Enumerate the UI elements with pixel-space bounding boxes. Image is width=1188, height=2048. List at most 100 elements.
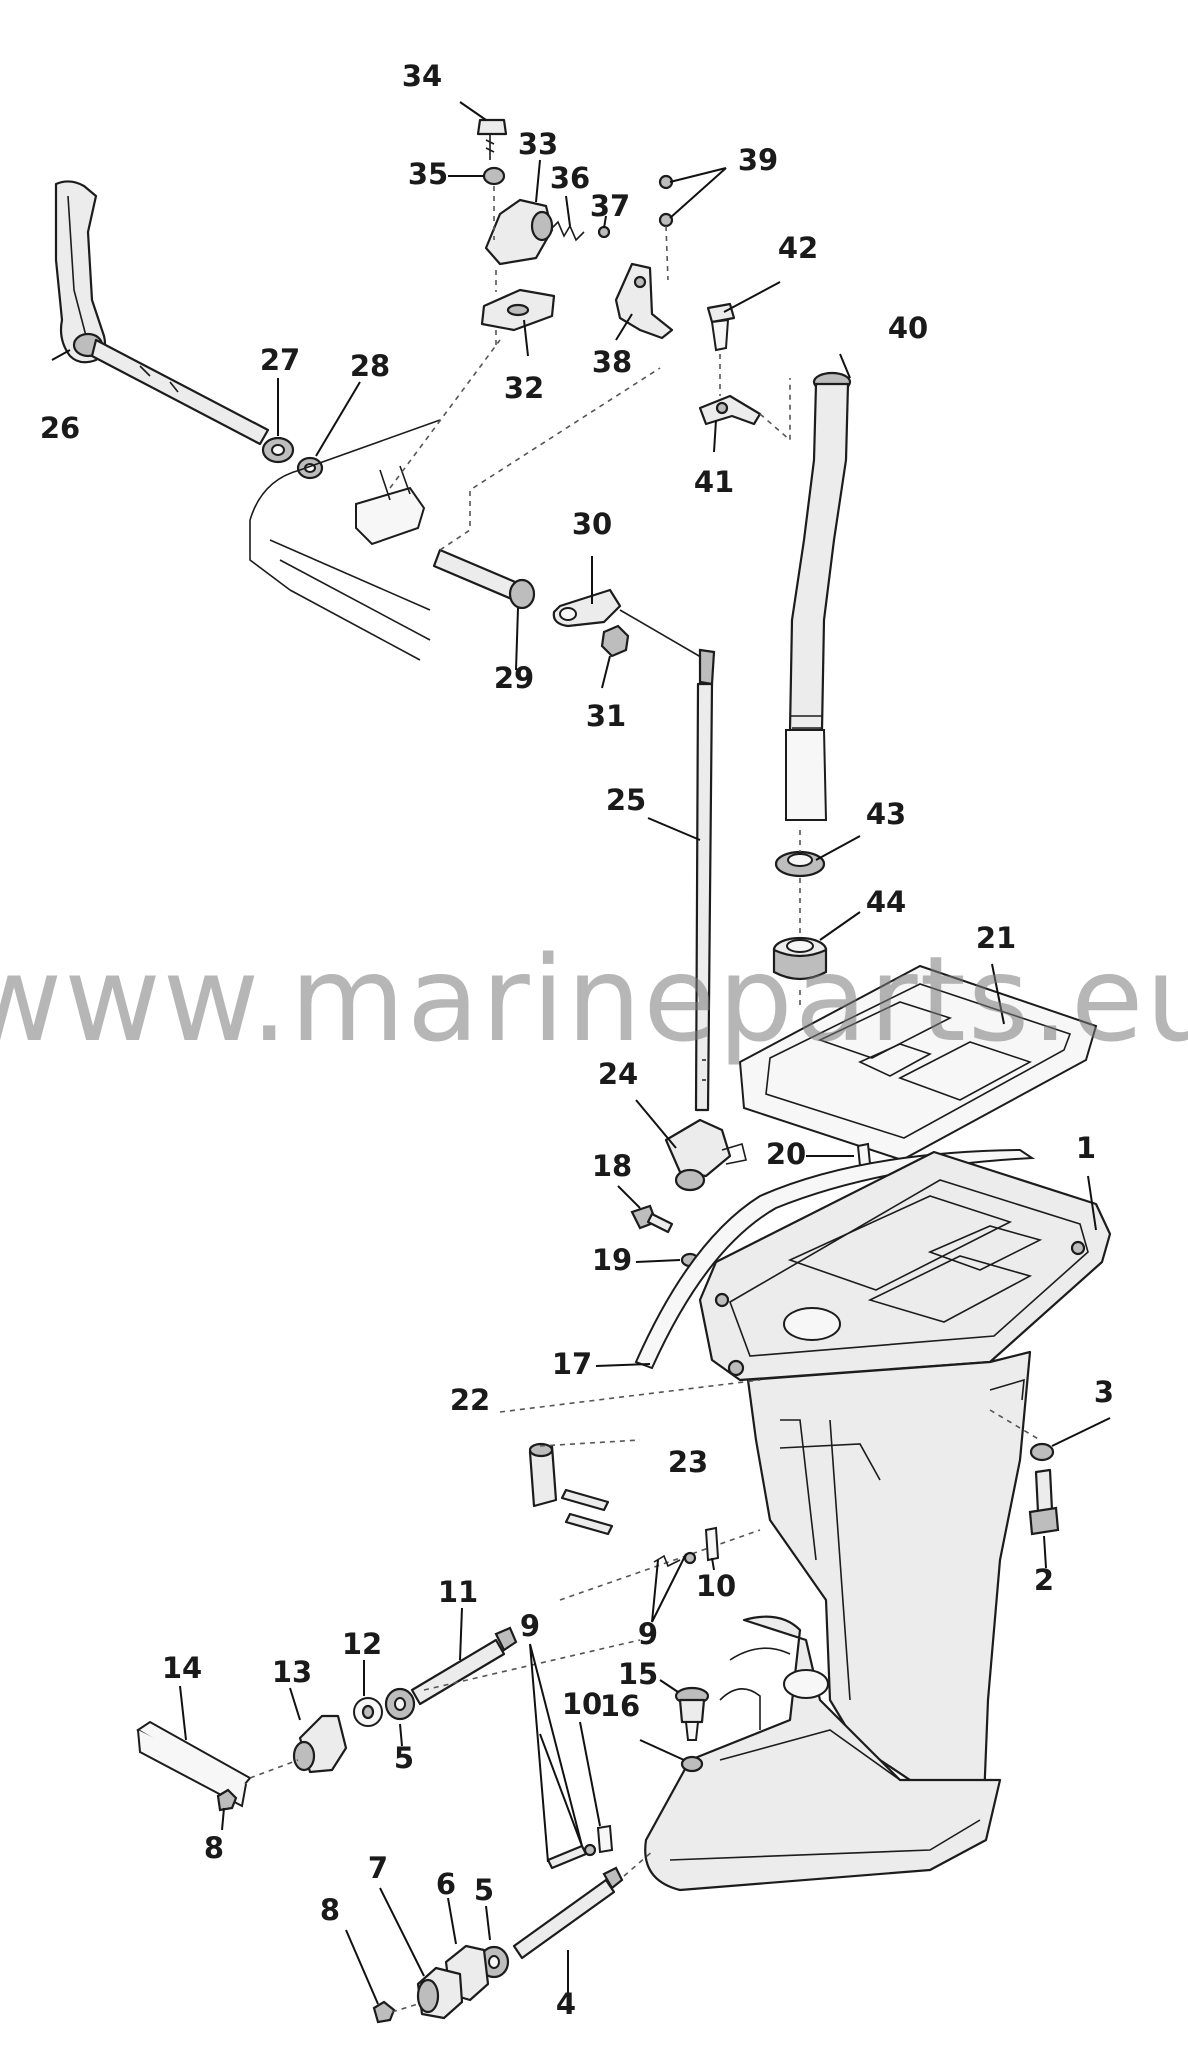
washer-5-upper (384, 1687, 416, 1721)
shift-shaft-29 (432, 548, 536, 610)
callout-34: 34 (402, 59, 442, 93)
callout-5-lower: 5 (474, 1873, 494, 1907)
callout-39: 39 (738, 143, 778, 177)
washer-3 (1029, 1442, 1055, 1462)
watermark: www.marineparts.eu (0, 930, 1188, 1068)
link-rod (619, 609, 707, 661)
spring-36 (551, 220, 585, 242)
linkage-dash-1 (439, 367, 661, 551)
callout-9-upper: 9 (638, 1617, 658, 1651)
washer-35 (482, 166, 506, 186)
callout-42: 42 (778, 231, 818, 265)
engine-bracket-phantom (249, 419, 441, 661)
callout-27: 27 (260, 343, 300, 377)
seal-43 (774, 850, 826, 878)
callout-37: 37 (590, 189, 630, 223)
callout-10-lower: 10 (562, 1687, 602, 1721)
callout-38: 38 (592, 345, 632, 379)
callout-23: 23 (668, 1445, 708, 1479)
callout-5-upper: 5 (394, 1741, 414, 1775)
callout-22: 22 (450, 1383, 490, 1417)
coupler-24 (664, 1118, 747, 1192)
washer-12 (353, 1697, 383, 1727)
bolt-11 (410, 1626, 518, 1706)
callout-43: 43 (866, 797, 906, 831)
dowel-20 (856, 1142, 872, 1168)
bolt-2 (1028, 1468, 1060, 1536)
callout-30: 30 (572, 507, 612, 541)
tube-dash (719, 354, 791, 442)
bracket-14 (136, 1720, 252, 1808)
callout-18: 18 (592, 1149, 632, 1183)
callout-10-upper: 10 (696, 1569, 736, 1603)
gasket-21 (738, 964, 1098, 1162)
callout-17: 17 (552, 1347, 592, 1381)
mount-13 (292, 1714, 348, 1774)
sleeve-22 (528, 1442, 558, 1508)
grommet-44 (772, 936, 828, 981)
callout-2: 2 (1034, 1563, 1054, 1597)
callout-3: 3 (1094, 1375, 1114, 1409)
callout-8-upper: 8 (204, 1831, 224, 1865)
callout-11: 11 (438, 1575, 478, 1609)
ball-37 (597, 225, 611, 239)
callout-1: 1 (1076, 1131, 1096, 1165)
leader-lines (51, 101, 1111, 2005)
screw-42 (706, 302, 736, 352)
callout-21: 21 (976, 921, 1016, 955)
callout-6: 6 (436, 1867, 456, 1901)
callout-7: 7 (368, 1851, 388, 1885)
callout-35: 35 (408, 157, 448, 191)
callout-16: 16 (600, 1689, 640, 1723)
callout-12: 12 (342, 1627, 382, 1661)
cover-plate-32 (480, 288, 556, 332)
callout-40: 40 (888, 311, 928, 345)
bolt-4 (512, 1866, 624, 1960)
seal-strip-17 (634, 1148, 1036, 1370)
pins-dash (499, 1379, 761, 1601)
callout-36: 36 (550, 161, 590, 195)
housing-33 (484, 198, 554, 266)
callout-19: 19 (592, 1243, 632, 1277)
clip-10-upper (704, 1526, 720, 1562)
nut-8-lower (372, 2000, 396, 2024)
callout-33: 33 (518, 127, 558, 161)
water-tube-40 (785, 371, 852, 821)
mount-7 (416, 1966, 464, 2020)
lower-dash (391, 1849, 655, 2013)
shift-lever (54, 180, 270, 446)
shift-lever-30 (552, 588, 622, 628)
linkage-dash-2 (389, 339, 501, 489)
nut-8-upper (216, 1788, 238, 1812)
nut-31 (600, 624, 630, 658)
callout-15: 15 (618, 1657, 658, 1691)
callout-29: 29 (494, 661, 534, 695)
callout-20: 20 (766, 1137, 806, 1171)
callout-numbers: 1 2 3 4 5 5 6 7 8 8 9 9 10 10 11 12 13 1… (40, 59, 1114, 2021)
shift-rod-25 (694, 648, 716, 1112)
callout-14: 14 (162, 1651, 202, 1685)
cover-dash (493, 186, 497, 350)
callout-41: 41 (694, 465, 734, 499)
callout-25: 25 (606, 783, 646, 817)
bolt-34 (476, 118, 508, 160)
callout-28: 28 (350, 349, 390, 383)
callout-4: 4 (556, 1987, 576, 2021)
callout-44: 44 (866, 885, 906, 919)
callout-24: 24 (598, 1057, 638, 1091)
washer-28 (296, 456, 324, 480)
washer-27 (261, 436, 295, 464)
screw-18 (630, 1204, 674, 1234)
clip-10-lower (596, 1824, 614, 1854)
screws-23 (560, 1488, 614, 1536)
bolt-15 (674, 1686, 710, 1741)
callout-31: 31 (586, 699, 626, 733)
clip-41 (698, 394, 762, 426)
driveshaft-housing-1 (644, 1150, 1112, 1892)
callout-9-lower: 9 (520, 1609, 540, 1643)
washer-16 (680, 1755, 704, 1773)
callout-13: 13 (272, 1655, 312, 1689)
callout-8-lower: 8 (320, 1893, 340, 1927)
spring-9-lower (546, 1843, 597, 1870)
